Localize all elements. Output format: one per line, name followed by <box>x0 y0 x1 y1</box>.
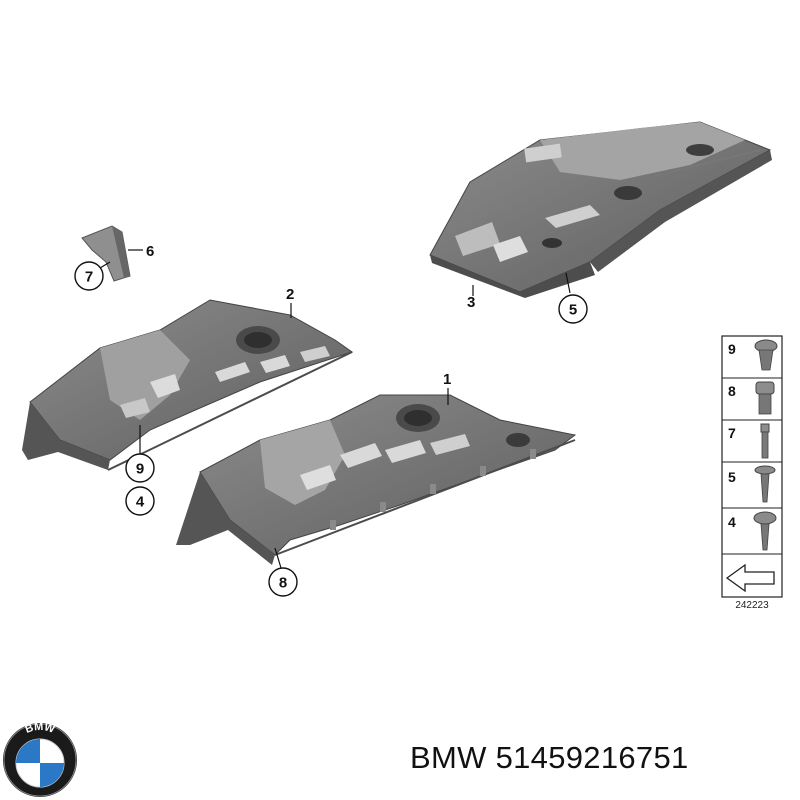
svg-text:4: 4 <box>136 494 145 511</box>
svg-text:3: 3 <box>467 294 475 311</box>
nut-icon <box>755 381 775 415</box>
bmw-logo: BMW <box>3 721 77 797</box>
part-6-bracket <box>81 225 131 282</box>
callout-1: 1 <box>443 371 451 388</box>
svg-text:7: 7 <box>85 269 93 286</box>
legend-row-7: 7 <box>728 423 770 459</box>
svg-text:8: 8 <box>728 383 736 399</box>
stud-icon <box>760 423 770 459</box>
svg-text:4: 4 <box>728 514 736 530</box>
legend-row-4: 4 <box>728 511 777 551</box>
leader-lines <box>99 249 571 569</box>
callout-6: 6 <box>146 243 154 260</box>
callout-2: 2 <box>286 286 294 303</box>
legend-row-5: 5 <box>728 465 776 503</box>
flange-screw-icon <box>753 511 777 551</box>
callout-8: 8 <box>268 567 298 597</box>
svg-text:5: 5 <box>728 469 736 485</box>
fastener-legend: 9 8 7 5 <box>721 335 783 611</box>
svg-text:5: 5 <box>569 302 577 319</box>
brand-name: BMW <box>410 740 487 775</box>
callout-9: 9 <box>125 453 155 483</box>
screw-icon <box>754 465 776 503</box>
callout-5: 5 <box>558 294 588 324</box>
svg-text:BMW: BMW <box>24 721 57 736</box>
svg-text:2: 2 <box>286 286 294 303</box>
svg-text:6: 6 <box>146 243 154 260</box>
svg-text:7: 7 <box>728 425 736 441</box>
brand-part-number: BMW 51459216751 <box>410 740 689 776</box>
part-1-insulation-panel <box>176 394 577 565</box>
svg-text:8: 8 <box>279 575 287 592</box>
arrow-icon <box>725 563 775 593</box>
part-number: 51459216751 <box>495 740 689 775</box>
push-clip-icon <box>754 339 778 371</box>
legend-row-9: 9 <box>728 339 778 371</box>
diagram-code: 242223 <box>735 600 769 611</box>
part-3-cover-panel <box>429 121 772 298</box>
legend-row-8: 8 <box>728 381 775 415</box>
callout-4: 4 <box>125 486 155 516</box>
callout-7: 7 <box>74 261 104 291</box>
callout-3: 3 <box>467 294 475 311</box>
part-2-insulation-panel <box>22 299 354 471</box>
svg-text:9: 9 <box>728 341 736 357</box>
svg-text:1: 1 <box>443 371 451 388</box>
svg-text:9: 9 <box>136 461 144 478</box>
